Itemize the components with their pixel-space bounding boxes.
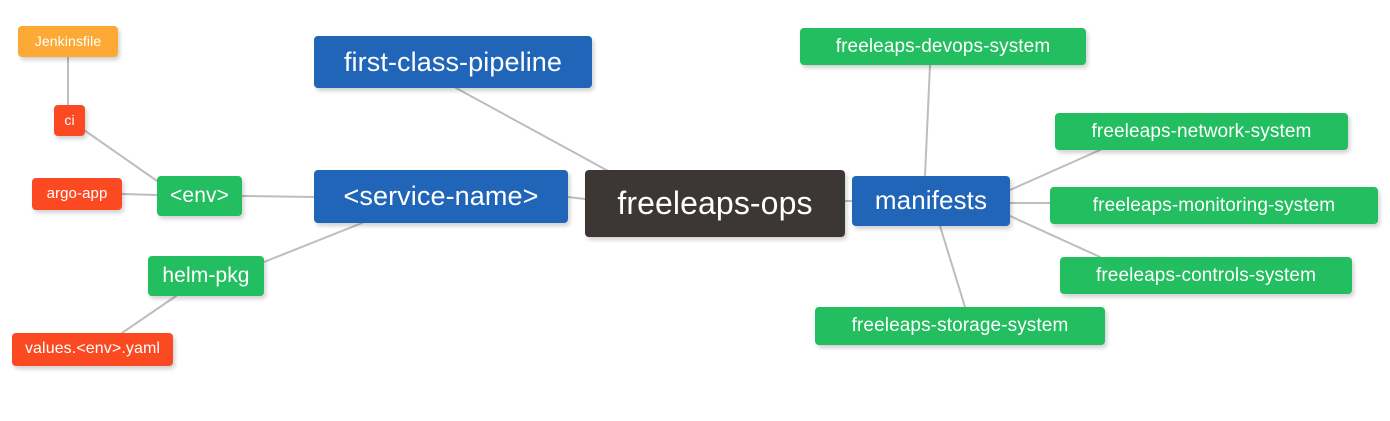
node-first-class-pipeline[interactable]: first-class-pipeline (314, 36, 592, 88)
node-argo-app[interactable]: argo-app (32, 178, 122, 210)
edge-helm-pkg-to-values-env-yaml (121, 295, 177, 334)
node-freeleaps-ops[interactable]: freeleaps-ops (585, 170, 845, 237)
node-storage-system[interactable]: freeleaps-storage-system (815, 307, 1105, 345)
node-network-system[interactable]: freeleaps-network-system (1055, 113, 1348, 150)
node-controls-system[interactable]: freeleaps-controls-system (1060, 257, 1352, 294)
edge-service-name-to-env (241, 195, 315, 198)
node-manifests[interactable]: manifests (852, 176, 1010, 226)
edge-freeleaps-ops-to-first-class-pipeline (455, 87, 611, 173)
node-jenkinsfile[interactable]: Jenkinsfile (18, 26, 118, 57)
edge-manifests-to-devops-system (924, 64, 931, 177)
edge-env-to-argo-app (121, 193, 158, 196)
node-service-name[interactable]: <service-name> (314, 170, 568, 223)
node-values-env-yaml[interactable]: values.<env>.yaml (12, 333, 173, 366)
node-monitoring-system[interactable]: freeleaps-monitoring-system (1050, 187, 1378, 224)
edge-service-name-to-helm-pkg (263, 222, 363, 263)
edge-manifests-to-network-system (1009, 149, 1101, 191)
node-env[interactable]: <env> (157, 176, 242, 216)
node-helm-pkg[interactable]: helm-pkg (148, 256, 264, 296)
node-ci[interactable]: ci (54, 105, 85, 136)
node-devops-system[interactable]: freeleaps-devops-system (800, 28, 1086, 65)
edge-manifests-to-storage-system (939, 225, 966, 308)
edge-freeleaps-ops-to-service-name (567, 196, 586, 200)
